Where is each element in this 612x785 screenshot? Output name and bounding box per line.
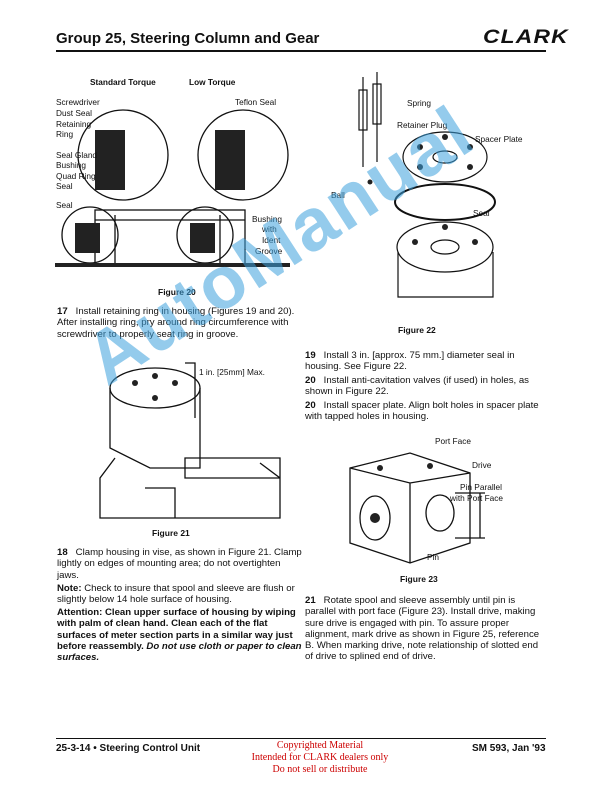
fig23-label: Drive <box>472 460 492 470</box>
clark-logo: CLARK <box>483 27 569 48</box>
fig20-label: Seal <box>56 200 73 210</box>
figure-22-illustration <box>358 72 496 298</box>
fig20-label: Ring <box>56 129 74 139</box>
fig23-label: Pin <box>427 552 439 562</box>
footer-divider <box>56 738 546 739</box>
fig20-label: Standard Torque <box>90 77 156 87</box>
fig22-label: Spacer Plate <box>475 134 523 144</box>
fig20-label: Bushing <box>56 160 86 170</box>
attention-warning: Attention: Clean upper surface of housin… <box>57 607 302 664</box>
fig20-label: Teflon Seal <box>235 97 277 107</box>
note: Note: Check to insure that spool and sle… <box>57 583 295 606</box>
header-divider <box>56 50 546 52</box>
fig20-label: Screwdriver <box>56 97 100 107</box>
fig22-label: Retainer Plug <box>397 120 448 130</box>
footer-manual-ref: SM 593, Jan '93 <box>472 743 546 754</box>
fig20-label: Dust Seal <box>56 108 92 118</box>
footer-page-ref: 25-3-14 • Steering Control Unit <box>56 743 201 754</box>
fig20-label: Ident <box>262 235 281 245</box>
fig23-label: with Port Face <box>450 493 504 503</box>
figure-20-caption: Figure 20 <box>158 287 196 297</box>
fig22-label: Spring <box>407 98 431 108</box>
fig20-label: Seal Gland <box>56 150 98 160</box>
fig20-label: Low Torque <box>189 77 236 87</box>
figure-23-illustration <box>349 452 485 564</box>
figure-23-caption: Figure 23 <box>400 574 438 584</box>
fig21-label: 1 in. [25mm] Max. <box>199 367 265 377</box>
fig23-label: Pin Parallel <box>460 482 502 492</box>
fig20-label: Groove <box>255 246 283 256</box>
figure-21-illustration <box>99 362 281 519</box>
figure-22-caption: Figure 22 <box>398 325 436 335</box>
fig20-label: Retaining <box>56 119 92 129</box>
fig22-label: Seal <box>473 208 490 218</box>
figure-21-caption: Figure 21 <box>152 528 190 538</box>
fig20-label: Quad Ring <box>56 171 96 181</box>
figure-20-illustration <box>55 109 290 267</box>
fig23-label: Port Face <box>435 436 471 446</box>
fig20-label: Bushing <box>252 214 282 224</box>
fig22-label: Ball <box>331 190 345 200</box>
fig20-label: Seal <box>56 181 73 191</box>
copyright-notice: Copyrighted Material Intended for CLARK … <box>251 740 389 775</box>
page-title: Group 25, Steering Column and Gear <box>56 30 320 47</box>
fig20-label: with <box>262 224 277 234</box>
